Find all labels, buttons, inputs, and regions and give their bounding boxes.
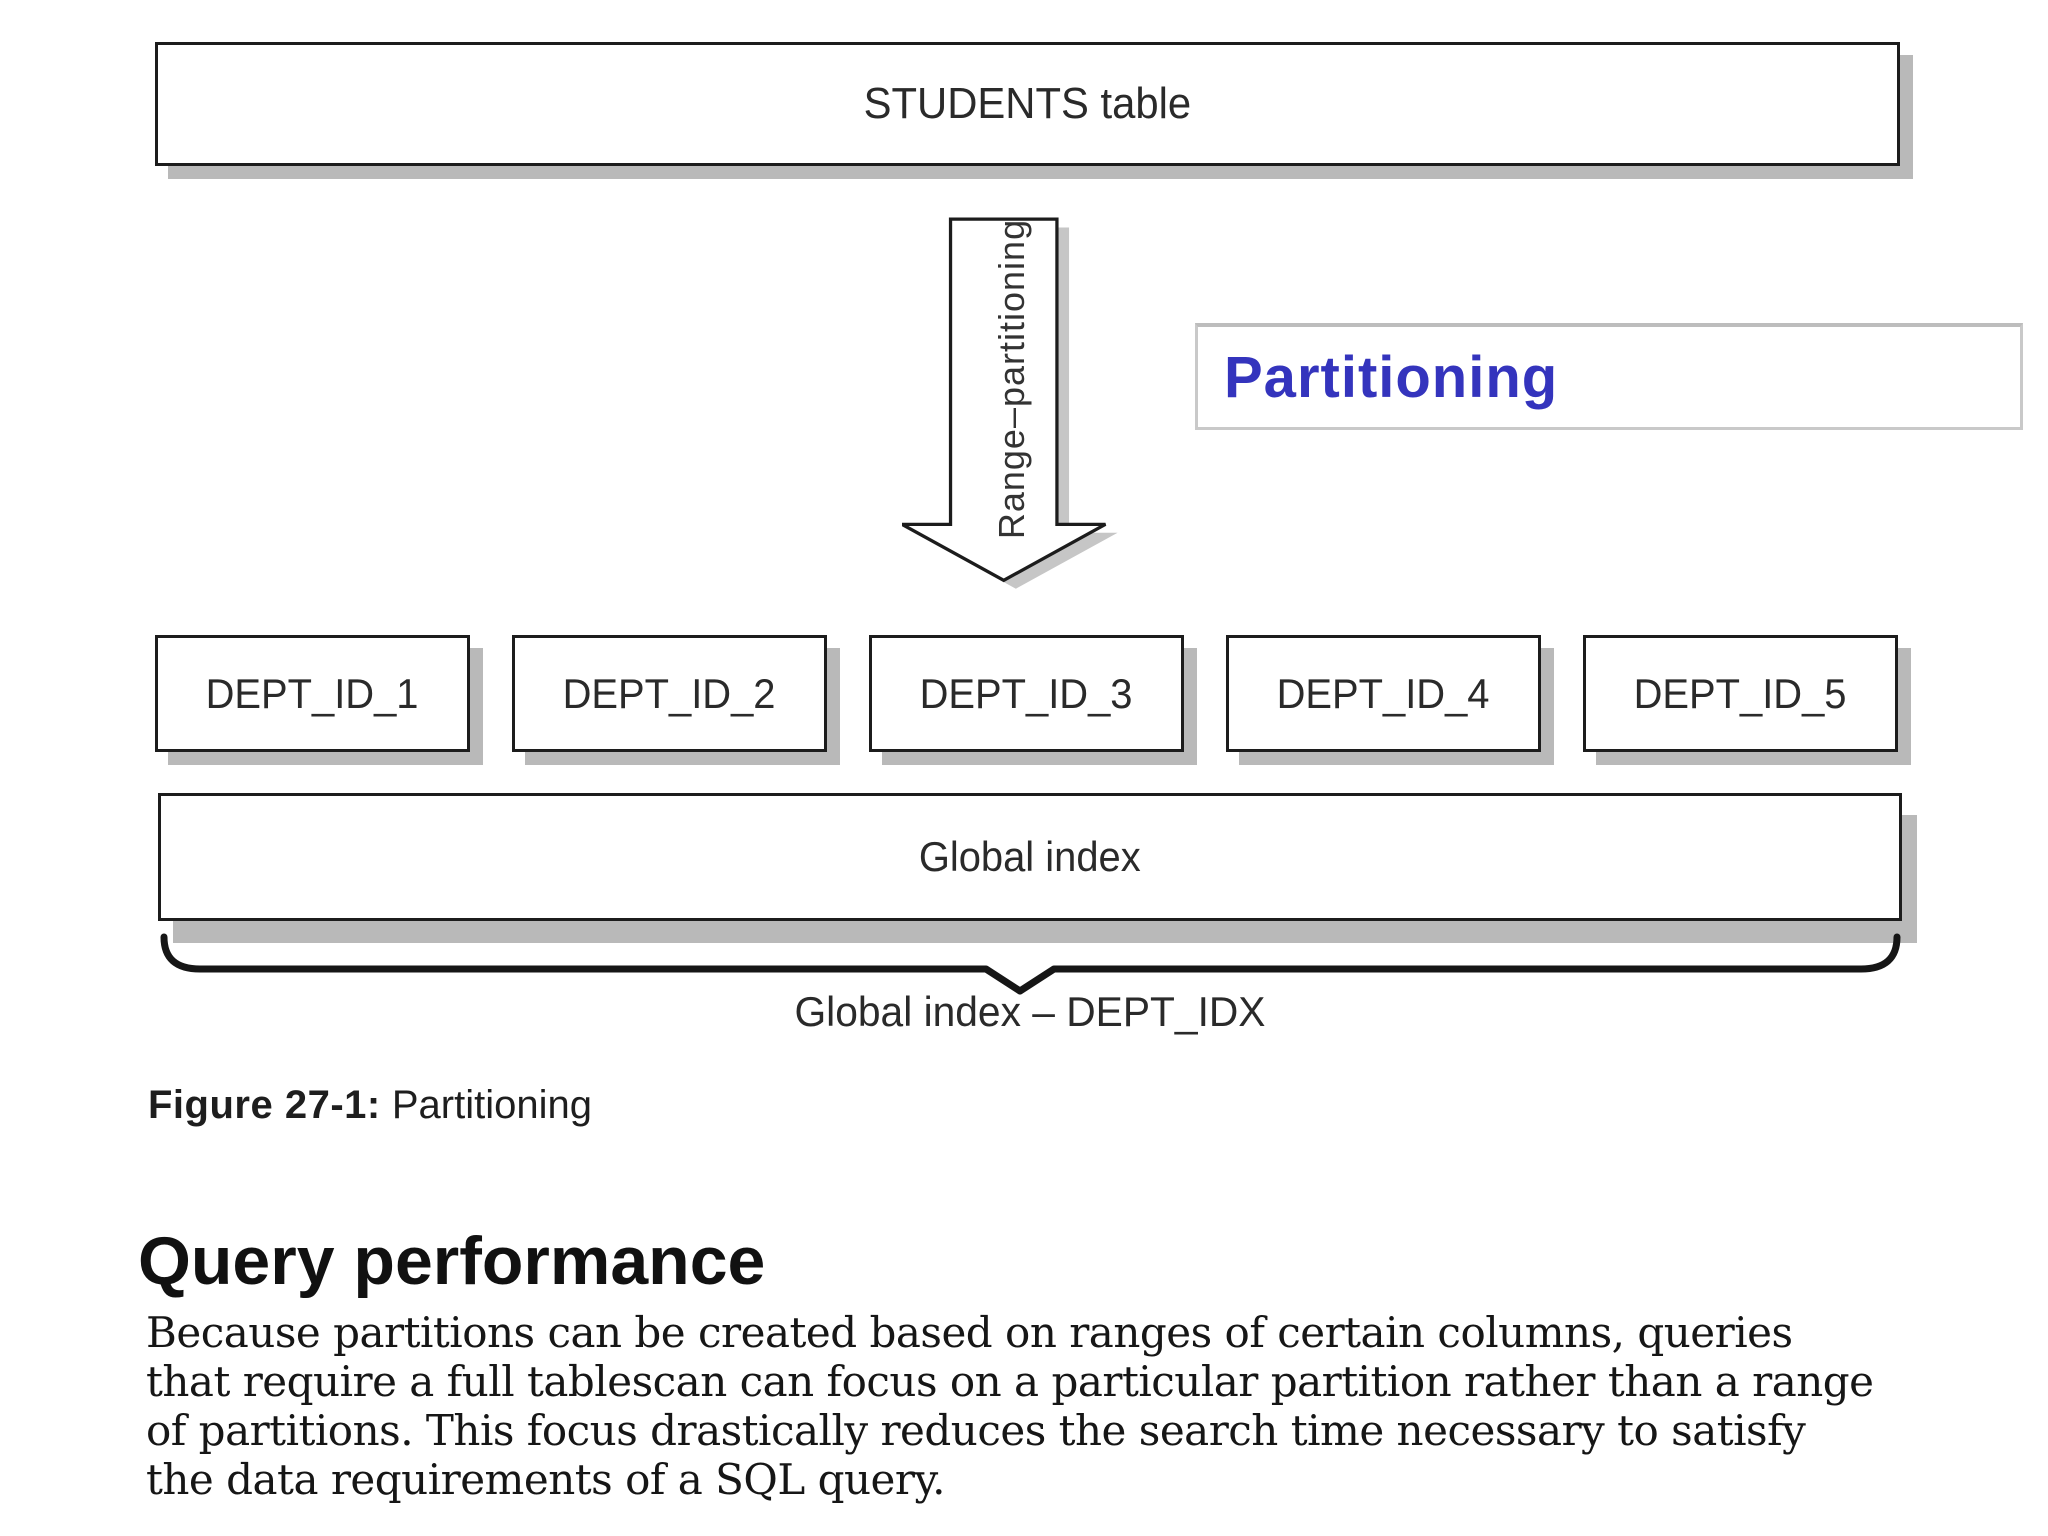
partition-label: DEPT_ID_1 bbox=[206, 669, 419, 717]
global-index-label: Global index bbox=[919, 833, 1141, 880]
down-arrow-icon bbox=[902, 217, 1118, 589]
arrow-body bbox=[902, 217, 1107, 583]
figure-caption-title: Partitioning bbox=[391, 1083, 592, 1127]
students-table-box: STUDENTS table bbox=[155, 42, 1900, 166]
students-table-label: STUDENTS table bbox=[863, 79, 1192, 128]
partition-label: DEPT_ID_5 bbox=[1634, 669, 1847, 717]
figure-caption: Figure 27-1: Partitioning bbox=[148, 1083, 592, 1128]
global-index-box: Global index bbox=[158, 793, 1902, 921]
range-partitioning-label: Range–partitioning bbox=[991, 218, 1032, 540]
underbrace-path bbox=[160, 933, 1901, 995]
underbrace-icon bbox=[160, 933, 1901, 995]
global-index-brace-label: Global index – DEPT_IDX bbox=[794, 988, 1266, 1035]
partitioning-callout-label: Partitioning bbox=[1224, 344, 1559, 410]
figure-caption-number: Figure 27-1: bbox=[148, 1083, 381, 1127]
partition-box-dept-id-5: DEPT_ID_5 bbox=[1583, 635, 1898, 752]
body-line: of partitions. This focus drastically re… bbox=[146, 1406, 1806, 1455]
partition-box-dept-id-1: DEPT_ID_1 bbox=[155, 635, 470, 752]
partition-label: DEPT_ID_2 bbox=[563, 669, 776, 717]
partition-label: DEPT_ID_3 bbox=[920, 669, 1133, 717]
body-line: Because partitions can be created based … bbox=[146, 1308, 1793, 1357]
section-heading: Query performance bbox=[138, 1223, 766, 1299]
partition-label: DEPT_ID_4 bbox=[1277, 669, 1490, 717]
partition-box-dept-id-3: DEPT_ID_3 bbox=[869, 635, 1184, 752]
partition-box-dept-id-4: DEPT_ID_4 bbox=[1226, 635, 1541, 752]
body-paragraph: Because partitions can be created based … bbox=[146, 1308, 1874, 1504]
partition-box-dept-id-2: DEPT_ID_2 bbox=[512, 635, 827, 752]
partitioning-callout: Partitioning bbox=[1195, 323, 2023, 430]
body-line: the data requirements of a SQL query. bbox=[146, 1455, 945, 1504]
body-line: that require a full tablescan can focus … bbox=[146, 1357, 1874, 1406]
